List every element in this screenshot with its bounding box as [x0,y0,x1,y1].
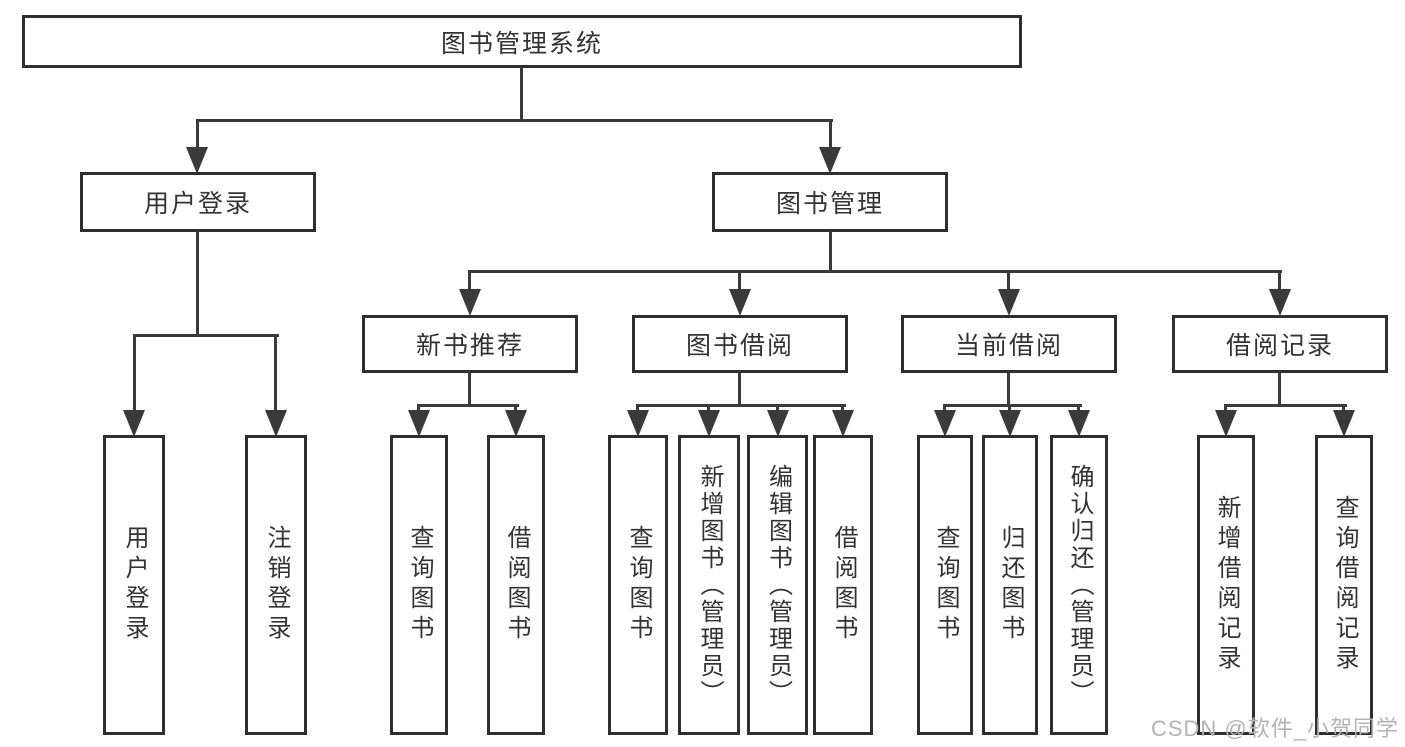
leaf-query-books-current: 查询图书 [917,435,973,735]
connector-line [1278,371,1281,406]
connector-line [738,371,741,406]
connector-line [636,404,846,407]
node-label: 编辑图书（管理员） [764,463,792,707]
connector-line [943,404,1082,407]
node-label: 归还图书 [997,525,1024,645]
arrowhead-down-icon [627,410,649,437]
node-label: 确认归还（管理员） [1066,463,1093,707]
node-label: 图书借阅 [685,332,794,360]
node-label: 用户登录 [121,525,148,645]
arrowhead-down-icon [459,289,481,316]
arrowhead-down-icon [819,147,841,174]
connector-line [1278,270,1281,292]
leaf-edit-book-admin: 编辑图书（管理员） [747,435,808,735]
arrowhead-down-icon [186,147,208,174]
arrowhead-down-icon [408,410,430,437]
node-label: 查询借阅记录 [1331,495,1358,675]
node-book-management-branch: 图书管理 [712,172,948,232]
node-borrowing-records: 借阅记录 [1172,315,1388,373]
connector-line [1077,404,1080,414]
node-label: 借阅图书 [503,525,530,645]
connector-line [417,404,420,414]
connector-line [274,334,277,414]
csdn-watermark: CSDN @软件_小贺同学 [1150,716,1399,741]
connector-line [829,119,832,150]
connector-line [468,270,1282,273]
connector-line [943,404,946,414]
connector-line [776,404,779,414]
node-root-library-system: 图书管理系统 [22,15,1022,68]
node-label: 查询图书 [932,525,959,645]
connector-line [133,334,279,337]
connector-line [514,404,517,414]
node-current-borrowing: 当前借阅 [901,315,1117,373]
connector-line [841,404,844,414]
connector-line [829,231,832,273]
leaf-add-borrow-record: 新增借阅记录 [1197,435,1255,735]
arrowhead-down-icon [123,410,145,437]
arrowhead-down-icon [698,410,720,437]
arrowhead-down-icon [1215,410,1237,437]
node-label: 图书管理 [775,190,884,218]
connector-line [1342,404,1345,414]
arrowhead-down-icon [832,410,854,437]
leaf-query-borrow-record: 查询借阅记录 [1315,435,1373,735]
leaf-query-books-recommend: 查询图书 [390,435,448,735]
connector-line [133,334,136,414]
connector-line [520,67,523,121]
connector-line [636,404,639,414]
connector-line [468,270,471,292]
arrowhead-down-icon [998,289,1020,316]
arrowhead-down-icon [999,410,1021,437]
node-label: 新书推荐 [415,332,524,360]
arrowhead-down-icon [934,410,956,437]
node-user-login-branch: 用户登录 [80,172,316,232]
node-label: 新增借阅记录 [1213,495,1240,675]
connector-line [1224,404,1347,407]
arrowhead-down-icon [1068,410,1090,437]
arrowhead-down-icon [767,410,789,437]
connector-line [1007,270,1010,292]
leaf-borrow-books-borrowing: 借阅图书 [813,435,873,735]
connector-line [468,371,471,406]
connector-line [196,119,199,150]
connector-line [1224,404,1227,414]
node-label: 用户登录 [143,190,252,218]
node-label: 当前借阅 [954,332,1063,360]
leaf-logout: 注销登录 [245,435,307,735]
arrowhead-down-icon [1333,410,1355,437]
connector-line [1007,371,1010,406]
node-label: 新增图书（管理员） [696,463,723,707]
leaf-user-login: 用户登录 [103,435,165,735]
node-new-book-recommend: 新书推荐 [362,315,578,373]
arrowhead-down-icon [1269,289,1291,316]
connector-line [1008,404,1011,414]
leaf-query-books-borrowing: 查询图书 [608,435,668,735]
node-label: 查询图书 [406,525,433,645]
node-label: 图书管理系统 [440,29,603,58]
connector-line [196,119,833,122]
leaf-confirm-return-admin: 确认归还（管理员） [1050,435,1108,735]
leaf-add-book-admin: 新增图书（管理员） [678,435,740,735]
connector-line [196,231,199,337]
arrowhead-down-icon [265,410,287,437]
connector-line [738,270,741,292]
connector-line [707,404,710,414]
arrowhead-down-icon [729,289,751,316]
leaf-return-books: 归还图书 [982,435,1038,735]
node-label: 查询图书 [625,525,652,645]
node-label: 借阅记录 [1225,332,1334,360]
node-label: 借阅图书 [830,525,857,645]
connector-line [417,404,519,407]
leaf-borrow-books-recommend: 借阅图书 [487,435,545,735]
arrowhead-down-icon [505,410,527,437]
node-book-borrowing: 图书借阅 [632,315,848,373]
node-label: 注销登录 [263,525,290,645]
